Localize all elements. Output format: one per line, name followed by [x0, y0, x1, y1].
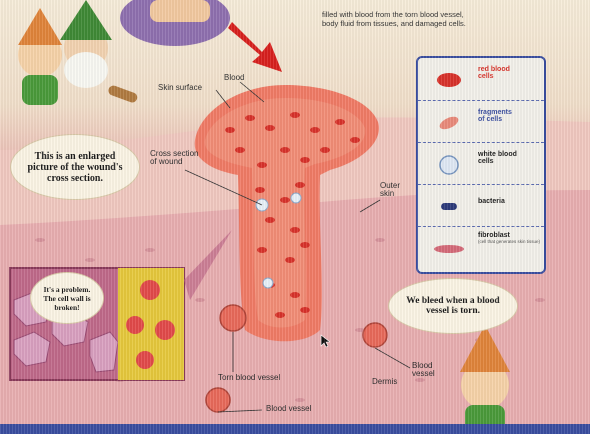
- legend-box: red blood cells fragments of cells white…: [416, 56, 546, 274]
- label-blood-vessel: Blood vessel: [266, 405, 311, 413]
- mouse-cursor-icon: [320, 334, 330, 348]
- legend-row-fibroblast: fibroblast (cell that generates skin tis…: [418, 226, 544, 271]
- legend-row-fragments: fragments of cells: [418, 100, 544, 143]
- top-caption: filled with blood from the torn blood ve…: [322, 10, 466, 29]
- fibroblast-icon: [424, 229, 474, 269]
- speech-bubble-problem-text: It's a problem. The cell wall is broken!: [31, 285, 103, 312]
- right-vessel-shape: [363, 323, 387, 347]
- label-dermis: Dermis: [372, 378, 397, 386]
- speech-bubble-bleed-text: We bleed when a blood vessel is torn.: [389, 296, 517, 316]
- label-cross-section: Cross section of wound: [150, 150, 198, 167]
- label-skin-surface: Skin surface: [158, 84, 202, 92]
- label-outer-skin: Outer skin: [380, 182, 400, 199]
- white-blood-cell-icon: [424, 145, 474, 185]
- speech-bubble-enlarged: This is an enlarged picture of the wound…: [10, 134, 140, 200]
- blood-vessel-shape: [206, 388, 230, 412]
- fist-shape: [150, 0, 210, 22]
- top-caption-line-2: body fluid from tissues, and damaged cel…: [322, 19, 466, 28]
- label-blood-vessel-right: Blood vessel: [412, 362, 435, 379]
- speech-bubble-problem: It's a problem. The cell wall is broken!: [30, 272, 104, 324]
- label-blood: Blood: [224, 74, 244, 82]
- legend-label-fibroblast-text: fibroblast: [478, 232, 510, 239]
- legend-label-fragments: fragments of cells: [478, 109, 512, 124]
- legend-label-fibroblast: fibroblast (cell that generates skin tis…: [478, 232, 540, 245]
- speech-bubble-bleed: We bleed when a blood vessel is torn.: [388, 278, 518, 334]
- legend-label-bacteria: bacteria: [478, 198, 505, 205]
- bacteria-icon: [424, 187, 474, 227]
- top-caption-line-1: filled with blood from the torn blood ve…: [322, 10, 466, 19]
- red-blood-cell-icon: [424, 60, 474, 100]
- red-arrow: [228, 22, 282, 72]
- legend-row-red-blood-cells: red blood cells: [418, 58, 544, 100]
- torn-vessel-shape: [220, 305, 246, 331]
- legend-label-white-blood-cells: white blood cells: [478, 151, 517, 166]
- legend-label-fibroblast-sub: (cell that generates skin tissue): [478, 240, 540, 245]
- legend-row-bacteria: bacteria: [418, 184, 544, 227]
- legend-label-red-blood-cells: red blood cells: [478, 66, 510, 81]
- label-torn-blood-vessel: Torn blood vessel: [218, 374, 280, 382]
- cell-fragment-icon: [424, 103, 474, 143]
- bottom-frame: [0, 424, 590, 434]
- legend-row-white-blood-cells: white blood cells: [418, 142, 544, 185]
- speech-bubble-enlarged-text: This is an enlarged picture of the wound…: [11, 151, 139, 184]
